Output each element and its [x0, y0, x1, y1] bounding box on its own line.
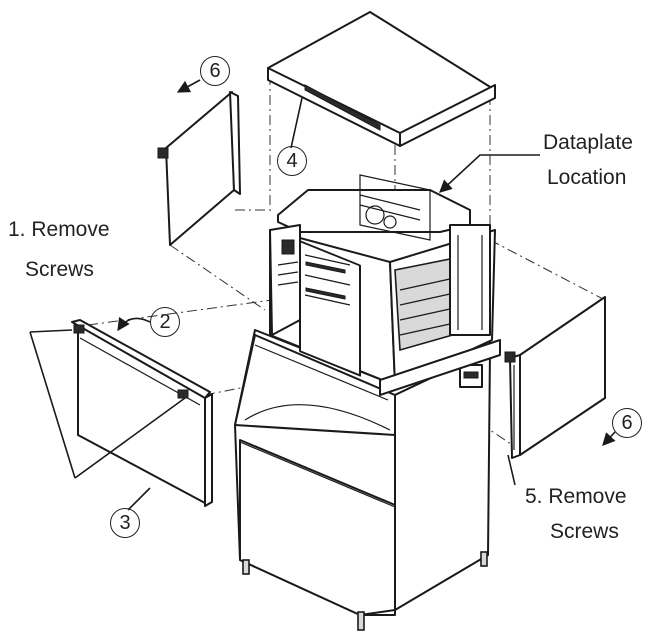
remove-screws-1-label-line1: 1. Remove: [8, 218, 110, 241]
dataplate-location-label-line2: Location: [547, 166, 627, 189]
front-panel: [71, 319, 213, 507]
callout-6-right: 6: [612, 408, 642, 438]
ice-machine-head: [269, 174, 501, 396]
side-panel-left: [157, 91, 241, 246]
top-panel: [267, 11, 496, 149]
dataplate-location-label-line1: Dataplate: [543, 131, 633, 154]
leader-lines: [29, 79, 616, 511]
callout-3: 3: [110, 508, 140, 538]
remove-screws-1-label-line2: Screws: [25, 258, 94, 281]
callout-4: 4: [277, 146, 307, 176]
ice-bin: [234, 329, 491, 631]
callout-2: 2: [150, 307, 180, 337]
side-panel-right: [504, 296, 606, 459]
remove-screws-5-label-line2: Screws: [550, 520, 619, 543]
remove-screws-5-label-line1: 5. Remove: [525, 485, 627, 508]
callout-6-left: 6: [200, 56, 230, 86]
